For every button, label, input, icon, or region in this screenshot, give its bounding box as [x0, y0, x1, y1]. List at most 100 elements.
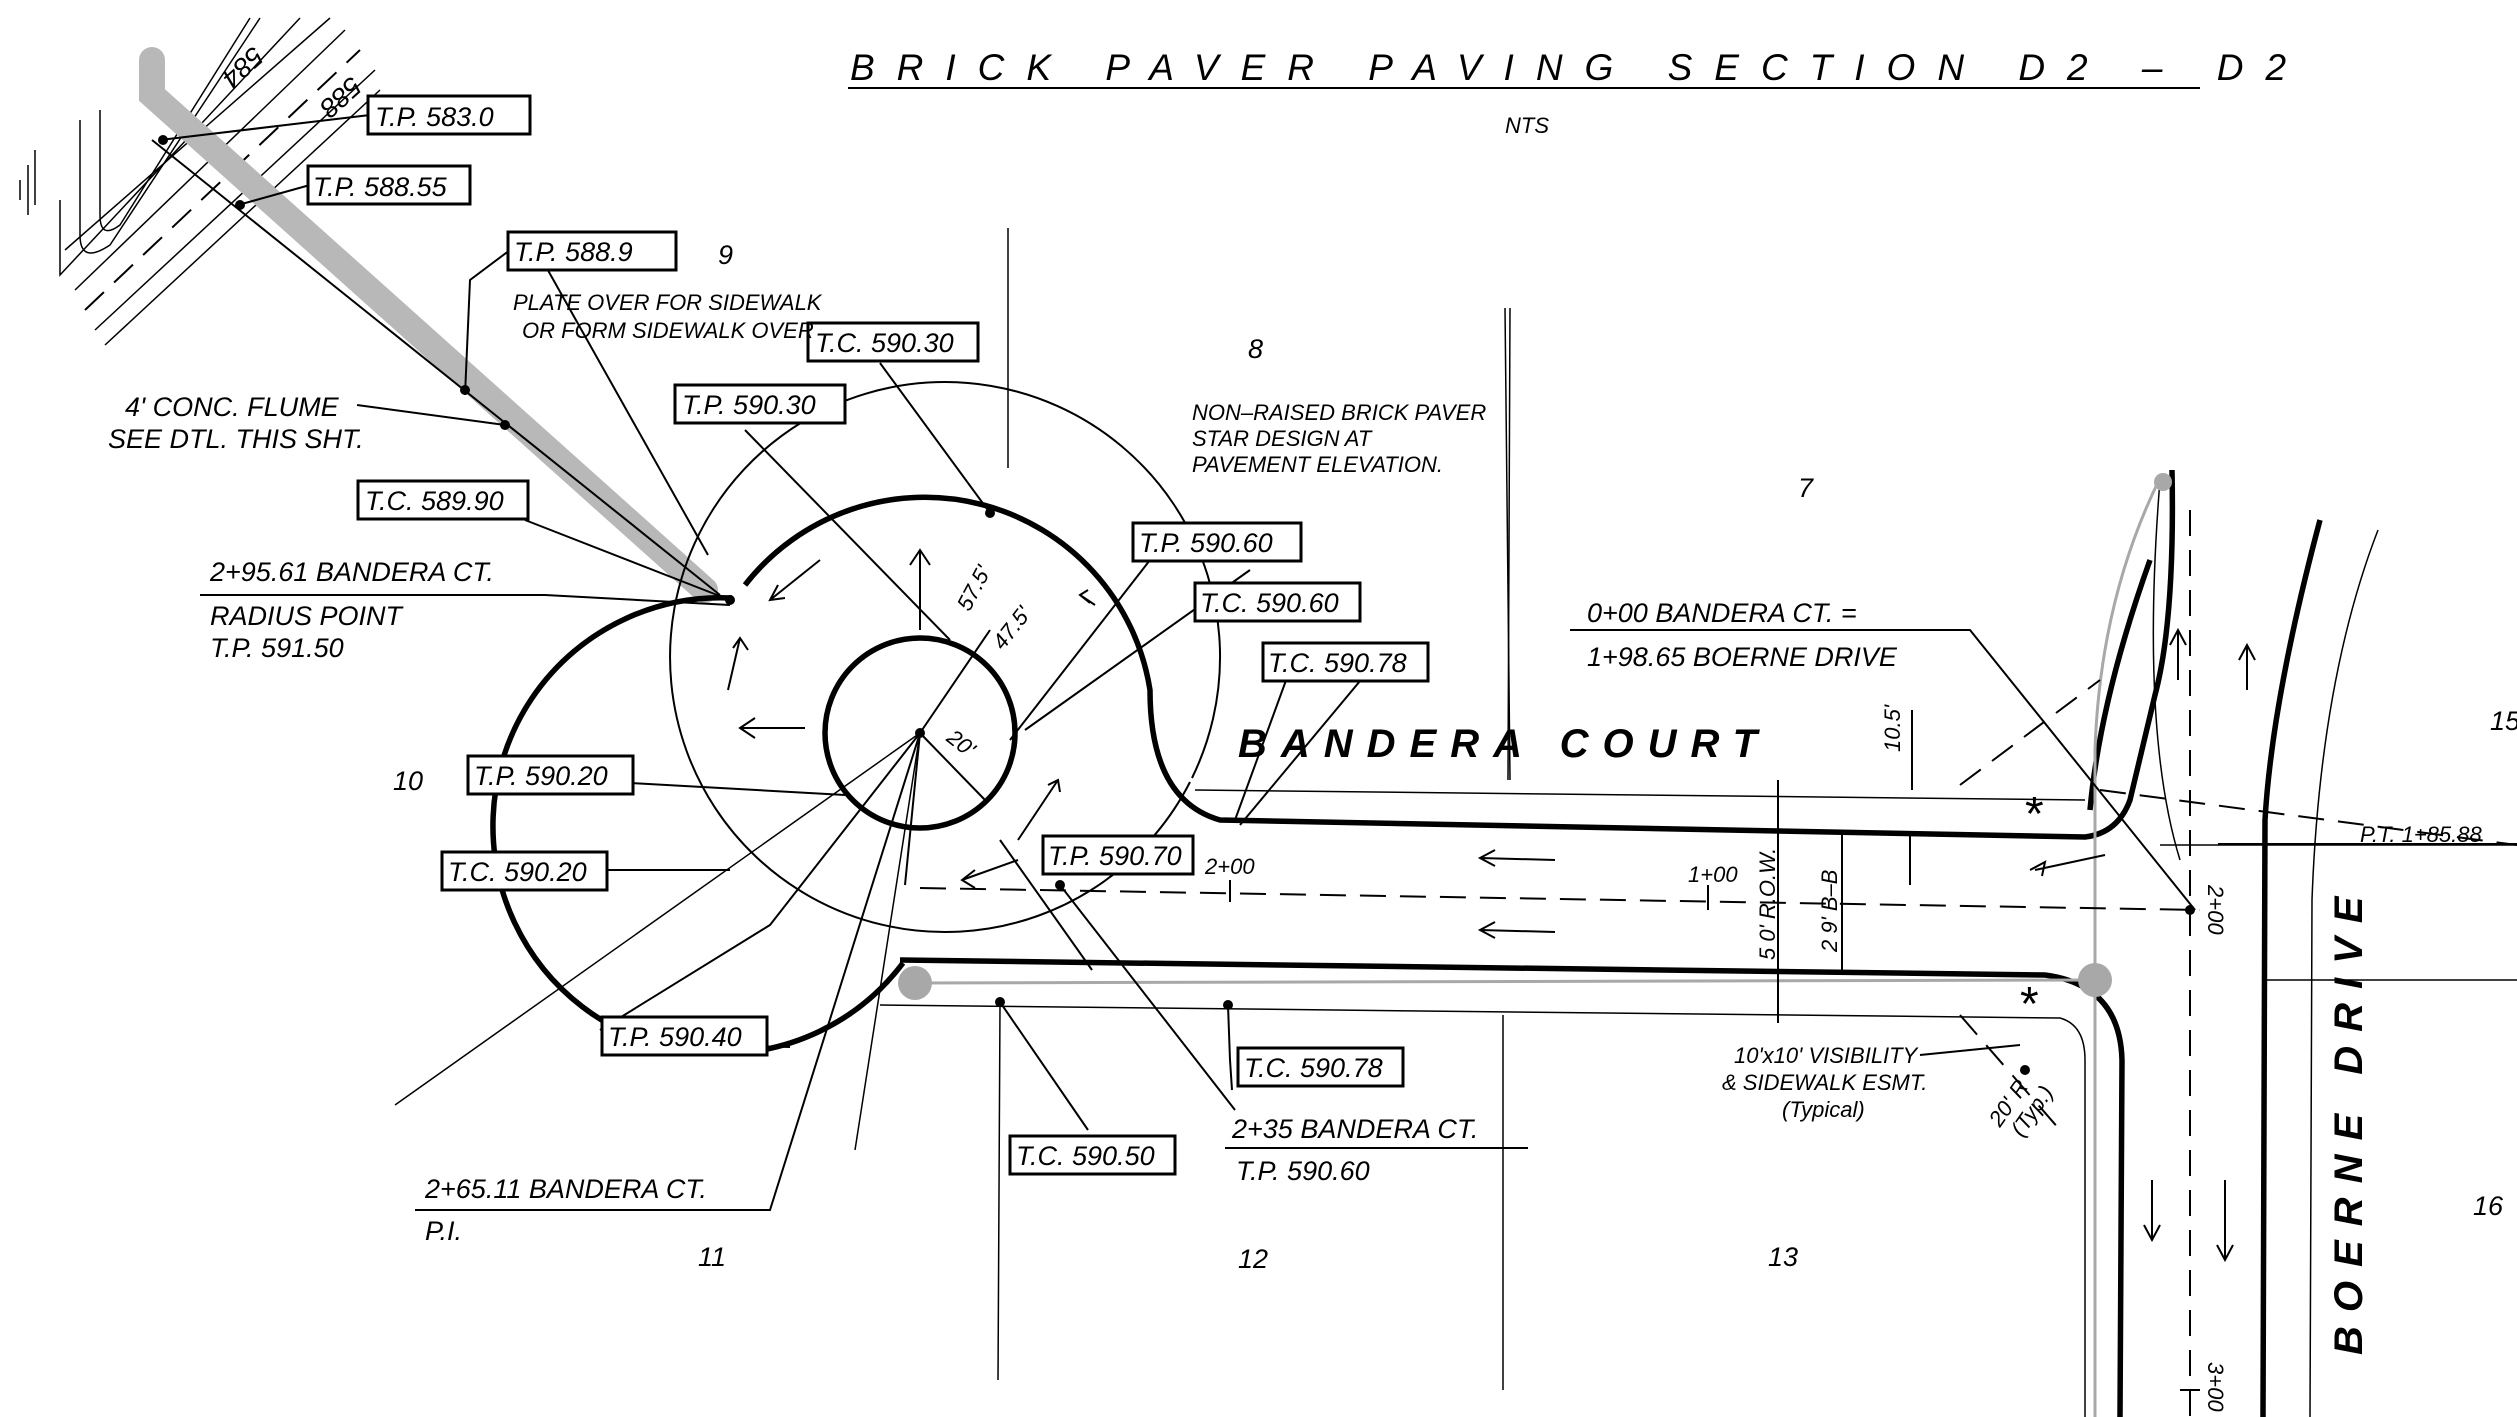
- cul-de-sac: [490, 307, 2176, 1057]
- note-station-line-1: 0+00 BANDERA CT. =: [1587, 598, 1857, 628]
- callout-tp-588-55: T.P. 588.55: [306, 164, 472, 206]
- note-star-line-2: STAR DESIGN AT: [1192, 426, 1373, 451]
- svg-text:T.C. 590.50: T.C. 590.50: [1016, 1141, 1155, 1171]
- station-boerne-2-00: 2+00: [2203, 884, 2228, 935]
- callout-tc-590-78-bottom: T.C. 590.78: [1236, 1046, 1405, 1088]
- callout-tp-590-70: T.P. 590.70: [1041, 834, 1195, 876]
- svg-text:T.P. 590.70: T.P. 590.70: [1048, 841, 1182, 871]
- utility-marker: [2078, 963, 2112, 997]
- callout-tp-590-20: T.P. 590.20: [466, 754, 635, 796]
- dim-10-5: 10.5': [1880, 704, 1905, 752]
- lot-number-10: 10: [393, 766, 423, 796]
- south-sidewalk-line: [879, 1004, 2086, 1417]
- note-plate-line-2: OR FORM SIDEWALK OVER: [522, 318, 814, 343]
- boerne-east-curb: [2087, 559, 2153, 811]
- callout-tp-583-0: T.P. 583.0: [366, 94, 532, 136]
- svg-text:T.C. 590.78: T.C. 590.78: [1244, 1053, 1383, 1083]
- street-name-boerne: BOERNE DRIVE: [2327, 883, 2371, 1356]
- radius-line: [1009, 559, 1151, 741]
- utility-marker: [898, 966, 932, 1000]
- leader-lines: [159, 114, 2196, 1211]
- note-star-line-3: PAVEMENT ELEVATION.: [1192, 452, 1443, 477]
- svg-text:T.P. 590.30: T.P. 590.30: [682, 390, 816, 420]
- utility-line-south: [914, 978, 2096, 985]
- utility-marker: [2154, 473, 2172, 491]
- lot-number-13: 13: [1768, 1242, 1798, 1272]
- note-pt-station: P.T. 1+85.88: [2360, 822, 2482, 847]
- lot-number-8: 8: [1248, 334, 1263, 364]
- contour-label-584: 584: [216, 41, 270, 93]
- utility-line-boerne: [2093, 477, 2162, 1417]
- dim-radius-47-5: 47.5': [987, 601, 1036, 654]
- callout-tc-590-50: T.C. 590.50: [1008, 1134, 1177, 1176]
- concrete-flume: [139, 47, 718, 603]
- note-sta-235-line-2: T.P. 590.60: [1236, 1156, 1370, 1186]
- lot-number-9: 9: [718, 240, 733, 270]
- svg-text:T.P. 590.60: T.P. 590.60: [1139, 528, 1273, 558]
- note-visibility-line-1: 10'x10' VISIBILITY: [1734, 1043, 1919, 1068]
- note-station-line-2: 1+98.65 BOERNE DRIVE: [1587, 642, 1898, 672]
- station-1-00: 1+00: [1688, 862, 1738, 887]
- note-visibility-line-2: & SIDEWALK ESMT.: [1722, 1070, 1927, 1095]
- callout-tc-590-78-top: T.C. 590.78: [1261, 641, 1430, 683]
- note-flume-line-1: 4' CONC. FLUME: [125, 392, 340, 422]
- note-visibility-line-3: (Typical): [1782, 1097, 1865, 1122]
- lot-number-12: 12: [1238, 1244, 1268, 1274]
- station-2-00: 2+00: [1204, 854, 1255, 879]
- callout-tc-590-30: T.C. 590.30: [806, 321, 980, 363]
- svg-text:T.C. 590.20: T.C. 590.20: [448, 857, 587, 887]
- svg-text:T.P. 583.0: T.P. 583.0: [375, 102, 494, 132]
- svg-text:T.C. 590.78: T.C. 590.78: [1268, 648, 1407, 678]
- svg-text:T.P. 588.55: T.P. 588.55: [313, 172, 448, 202]
- radius-line: [919, 629, 991, 734]
- south-curb: [899, 957, 2125, 1417]
- callout-tc-590-20: T.C. 590.20: [440, 850, 609, 892]
- visibility-dashline: [1959, 679, 2101, 786]
- svg-text:T.P. 590.40: T.P. 590.40: [608, 1022, 742, 1052]
- note-plate-line-1: PLATE OVER FOR SIDEWALK: [513, 290, 823, 315]
- lot-number-11: 11: [698, 1242, 726, 1272]
- boerne-inner-line: [2152, 479, 2181, 861]
- svg-text:T.C. 590.60: T.C. 590.60: [1200, 588, 1339, 618]
- dim-radius-57-5: 57.5': [952, 561, 997, 615]
- note-star-line-1: NON–RAISED BRICK PAVER: [1192, 400, 1486, 425]
- note-radius-point-line-2: RADIUS POINT: [210, 601, 405, 631]
- radius-line: [904, 732, 921, 886]
- note-radius-point-line-3: T.P. 591.50: [210, 633, 344, 663]
- dim-radius-20: 20': [941, 724, 980, 762]
- flow-arrows: [727, 548, 2256, 1263]
- bandera-centerline: [919, 887, 2201, 911]
- dim-row-width: 5 0' R.O.W.: [1755, 848, 1780, 960]
- lot-number-16: 16: [2473, 1191, 2504, 1221]
- callout-tp-590-40: T.P. 590.40: [600, 1015, 769, 1057]
- svg-text:T.C. 589.90: T.C. 589.90: [365, 486, 504, 516]
- lot-number-15: 15: [2490, 706, 2517, 736]
- scale-note: NTS: [1505, 113, 1549, 138]
- svg-text:T.C. 590.30: T.C. 590.30: [815, 328, 954, 358]
- key-points: [158, 135, 2195, 1075]
- boerne-west-line: [2309, 529, 2379, 1417]
- note-pi-line-2: P.I.: [425, 1216, 462, 1246]
- callout-tp-590-60: T.P. 590.60: [1131, 521, 1303, 563]
- pt-dashline: [2099, 789, 2517, 846]
- note-sta-235-line-1: 2+35 BANDERA CT.: [1231, 1114, 1478, 1144]
- boerne-center-curb: [2260, 519, 2323, 1417]
- star-design-marker: *: [2020, 978, 2039, 1031]
- lot-number-7: 7: [1798, 473, 1814, 503]
- svg-text:T.P. 588.9: T.P. 588.9: [514, 237, 633, 267]
- drawing-title: BRICK PAVER PAVING SECTION D2 – D2: [850, 47, 2308, 88]
- star-design-marker: *: [2025, 788, 2044, 841]
- callout-tc-590-60: T.C. 590.60: [1193, 581, 1362, 623]
- radius-line: [919, 732, 986, 801]
- note-flume-line-2: SEE DTL. THIS SHT.: [108, 424, 364, 454]
- flume-centerline: [151, 139, 721, 596]
- svg-text:T.P. 590.20: T.P. 590.20: [474, 761, 608, 791]
- callout-tp-588-9: T.P. 588.9: [506, 230, 678, 272]
- callout-tc-589-90: T.C. 589.90: [356, 479, 530, 521]
- visibility-dashline: [1959, 1014, 2061, 1131]
- note-radius-point-line-1: 2+95.61 BANDERA CT.: [209, 557, 494, 587]
- note-pi-line-1: 2+65.11 BANDERA CT.: [424, 1174, 707, 1204]
- callout-tp-590-30: T.P. 590.30: [673, 383, 847, 425]
- station-boerne-3-00: 3+00: [2203, 1362, 2228, 1412]
